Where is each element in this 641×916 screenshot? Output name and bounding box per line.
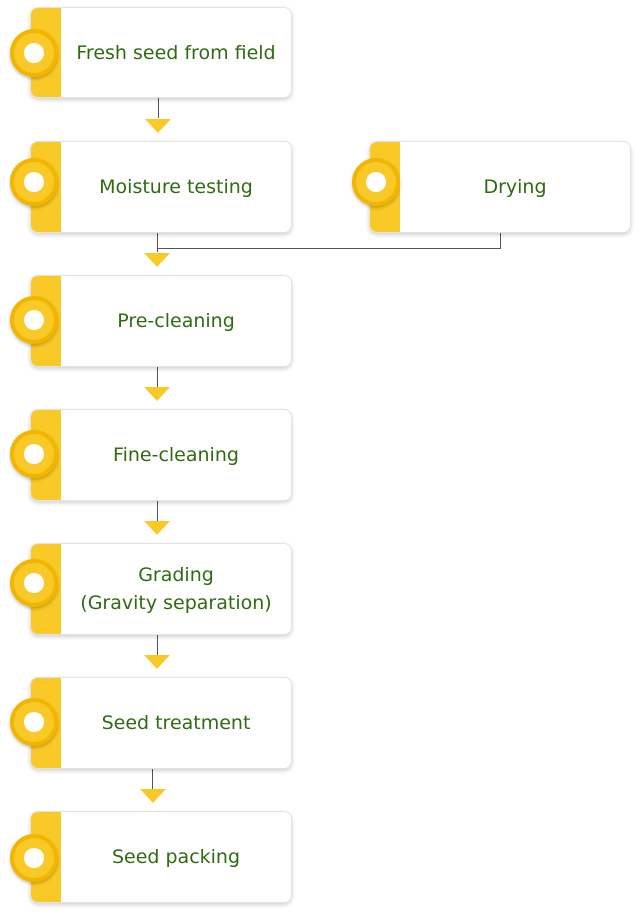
step-marker-icon — [10, 834, 58, 882]
step-label: Moisture testing — [99, 176, 253, 198]
step-fresh-seed: Fresh seed from field — [30, 7, 292, 98]
step-marker-icon — [10, 430, 58, 478]
arrowhead-treatment — [144, 655, 170, 669]
step-label: Seed treatment — [101, 712, 251, 734]
connector-drying-to-precleaning — [157, 233, 501, 249]
step-marker-icon — [10, 559, 58, 607]
arrowhead-moisture — [145, 119, 171, 133]
step-label: Pre-cleaning — [117, 310, 235, 332]
step-seed-treatment: Seed treatment — [30, 677, 292, 769]
step-marker-icon — [10, 29, 58, 77]
step-label: Seed packing — [111, 846, 241, 868]
step-marker-icon — [352, 158, 400, 206]
step-marker-icon — [10, 296, 58, 344]
step-label: Grading (Gravity separation) — [80, 564, 272, 614]
step-marker-icon — [10, 158, 58, 206]
step-fine-cleaning: Fine-cleaning — [30, 409, 292, 501]
step-drying: Drying — [369, 141, 631, 233]
step-label: Fine-cleaning — [113, 444, 239, 466]
step-moisture-testing: Moisture testing — [30, 141, 292, 233]
step-marker-icon — [10, 698, 58, 746]
arrowhead-packing — [140, 789, 166, 803]
arrowhead-finecleaning — [144, 387, 170, 401]
arrowhead-grading — [144, 521, 170, 535]
step-grading: Grading (Gravity separation) — [30, 543, 292, 635]
arrowhead-precleaning — [144, 253, 170, 267]
step-pre-cleaning: Pre-cleaning — [30, 275, 292, 367]
step-seed-packing: Seed packing — [30, 811, 292, 903]
step-label: Fresh seed from field — [76, 41, 276, 64]
step-label: Drying — [483, 176, 547, 198]
